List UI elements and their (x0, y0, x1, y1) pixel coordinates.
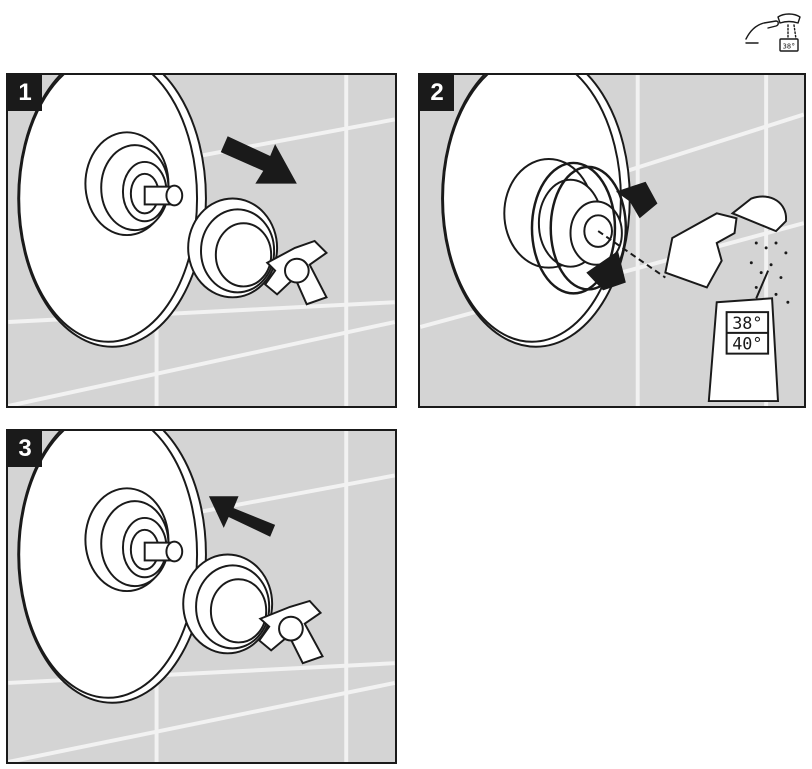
valve-body (84, 131, 184, 237)
step-3-panel: 3 (6, 429, 397, 764)
step-3-illustration (8, 431, 395, 762)
step-number-badge: 3 (8, 431, 42, 467)
thermometer-reading-2: 40° (732, 334, 762, 354)
alignment-line (597, 230, 666, 279)
direction-arrow (208, 496, 276, 537)
step-1-illustration (8, 75, 395, 406)
temperature-ring (530, 161, 628, 295)
hand-with-shower-head (664, 195, 787, 289)
handle (187, 197, 329, 306)
step-number-badge: 1 (8, 75, 42, 111)
step-2-illustration: 38° 40° (420, 75, 804, 406)
step-2-panel: 2 (418, 73, 806, 408)
direction-arrow (220, 136, 297, 184)
step-number-badge: 2 (420, 75, 454, 111)
thermometer (707, 270, 780, 403)
valve-body (84, 487, 184, 593)
thermometer-reading-1: 38° (732, 313, 762, 333)
water-spray (749, 241, 790, 306)
valve-body (503, 157, 623, 269)
shower-thermometer-icon: 38° (745, 13, 801, 52)
step-1-panel: 1 (6, 73, 397, 408)
rotation-arrows (586, 181, 658, 291)
handle (182, 553, 324, 665)
corner-thermometer-reading: 38° (783, 43, 796, 51)
